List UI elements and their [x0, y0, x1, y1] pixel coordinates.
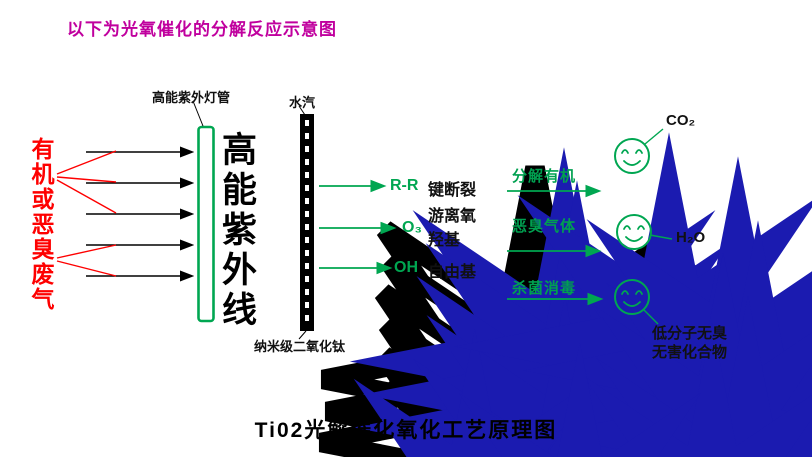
effect-arrows [507, 184, 604, 306]
output-h2o-label: H₂O [676, 229, 706, 246]
inlet-arrows [86, 146, 195, 282]
tio2-label: 纳米级二氧化钛 [254, 339, 346, 354]
page-title: 以下为光氧催化的分解反应示意图 [67, 20, 337, 39]
uv-lamp-tube [197, 125, 215, 323]
effect-decompose-organic: 分解有机 [512, 168, 577, 185]
term-hydroxyl: 羟基 [428, 232, 461, 249]
smiley-low-molecule [614, 279, 650, 315]
pointer-lines [192, 100, 307, 340]
output-co2-label: CO₂ [666, 112, 696, 129]
term-free-radical: 自由基 [428, 264, 477, 281]
radical-o3-label: O₃ [402, 219, 422, 236]
output-low-molecule-line2: 无害化合物 [652, 344, 728, 361]
term-free-oxygen: 游离氧 [428, 208, 477, 225]
radical-arrows [319, 179, 397, 275]
output-low-molecule-line1: 低分子无臭 [652, 325, 728, 342]
term-bond-breaking: 键断裂 [428, 182, 477, 199]
effect-sterilize: 杀菌消毒 [512, 280, 577, 297]
waste-gas-label: 有机或恶臭废气 [28, 137, 54, 312]
smiley-co2 [614, 138, 650, 174]
water-vapor-label: 水汽 [289, 95, 316, 110]
uv-light-vertical-title: 高能紫外线 [217, 131, 256, 331]
smiley-h2o [616, 214, 652, 250]
tio2-bar [300, 114, 314, 331]
effect-odorous-gas: 恶臭气体 [512, 218, 577, 235]
output-label-lines [643, 128, 673, 325]
red-fan-lines [56, 150, 117, 277]
radical-rr-label: R-R [390, 177, 419, 194]
radical-oh-label: OH [394, 259, 418, 276]
diagram-title: Ti02光解催化氧化工艺原理图 [254, 419, 558, 442]
uv-lamp-label: 高能紫外灯管 [152, 90, 231, 105]
